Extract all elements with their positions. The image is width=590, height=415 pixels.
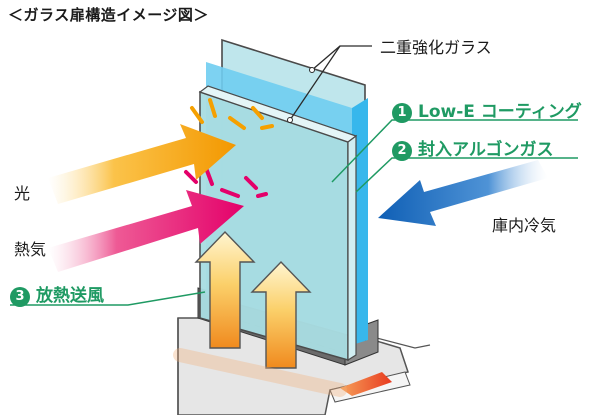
feature-text-3: 放熱送風 bbox=[36, 286, 104, 306]
light-arrow bbox=[48, 124, 236, 204]
cold-air-arrow bbox=[378, 160, 548, 226]
label-heat: 熱気 bbox=[14, 240, 47, 259]
heat-arrow bbox=[48, 190, 244, 272]
diagram-title: ＜ガラス扉構造イメージ図＞ bbox=[8, 6, 209, 24]
label-cold-air: 庫内冷気 bbox=[492, 216, 557, 235]
heat-reflection-rays bbox=[184, 166, 268, 198]
light-reflection-rays bbox=[190, 98, 274, 130]
heat-dissipation-arrows bbox=[173, 230, 347, 397]
feature-text-1: Low-E コーティング bbox=[418, 102, 582, 122]
feature-number-3: 3 bbox=[10, 287, 30, 307]
feature-heat-dissipation: 3 放熱送風 bbox=[10, 281, 104, 307]
feature-lowe-coating: 1 Low-E コーティング bbox=[392, 97, 582, 123]
label-double-glass: 二重強化ガラス bbox=[380, 38, 492, 57]
feature-argon-gas: 2 封入アルゴンガス bbox=[392, 135, 554, 161]
feature-number-1: 1 bbox=[392, 103, 412, 123]
leader-dots bbox=[287, 67, 315, 123]
vent-airflow bbox=[340, 372, 392, 396]
green-leader-lines bbox=[10, 119, 578, 306]
feature-text-2: 封入アルゴンガス bbox=[418, 140, 554, 160]
label-light: 光 bbox=[14, 184, 31, 203]
feature-number-2: 2 bbox=[392, 141, 412, 161]
leader-lines bbox=[289, 45, 372, 121]
